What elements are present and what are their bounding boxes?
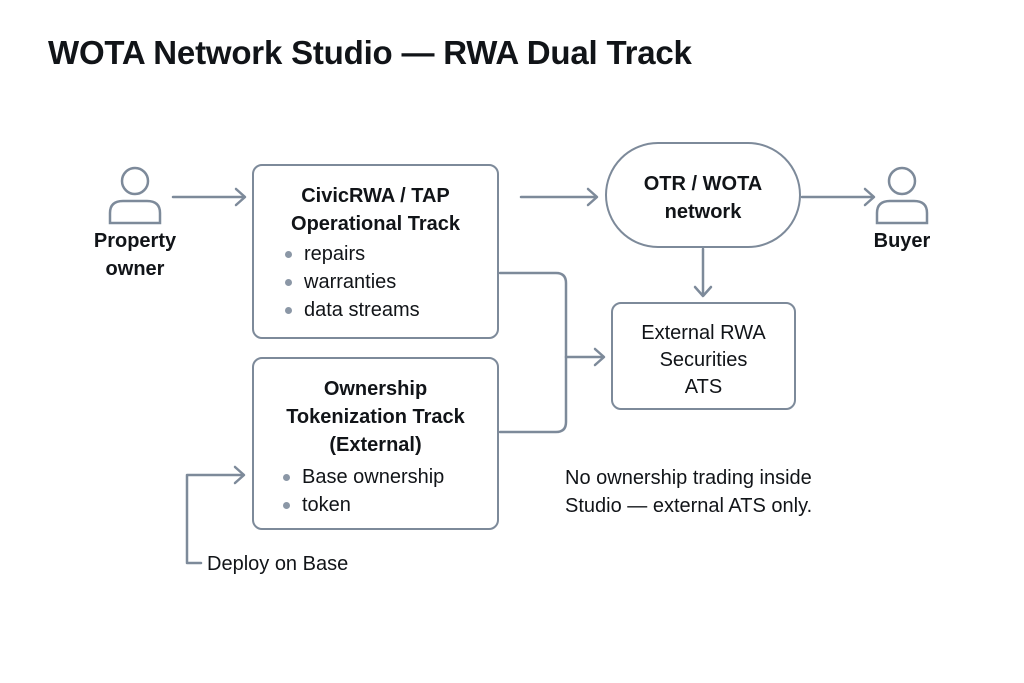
note-line2: Studio — external ATS only. [565, 495, 813, 517]
operational-track-title-line2: Operational Track [291, 213, 460, 235]
network-node: OTR / WOTA network [605, 142, 801, 248]
ownership-track-list: Base ownership token [276, 463, 497, 519]
ownership-track-title-line3: (External) [329, 434, 422, 456]
person-icon [108, 166, 162, 225]
list-item: repairs [278, 240, 497, 268]
ats-line2: Securities [659, 349, 748, 371]
deploy-label: Deploy on Base [207, 553, 349, 575]
operational-track-box: CivicRWA / TAP Operational Track repairs… [252, 164, 499, 339]
buyer-label: Buyer [873, 230, 931, 252]
network-line1: OTR / WOTA [643, 173, 763, 195]
list-item: data streams [278, 296, 497, 324]
ownership-track-title-line1: Ownership [323, 378, 428, 400]
operational-track-list: repairs warranties data streams [278, 240, 497, 324]
list-item: Base ownership [276, 463, 497, 491]
page-title: WOTA Network Studio — RWA Dual Track [48, 34, 692, 71]
arrow-tracks-merge-to-ats [498, 271, 606, 434]
arrow-owner-to-operational [171, 187, 247, 207]
note-text: No ownership trading inside Studio — ext… [565, 464, 812, 520]
arrow-deploy-to-ownership [185, 465, 246, 565]
owner-label-line1: Property [93, 230, 177, 252]
actor-property-owner: Property owner [80, 165, 190, 283]
operational-track-title-line1: CivicRWA / TAP [301, 185, 450, 207]
ownership-track-box: Ownership Tokenization Track (External) … [252, 357, 499, 530]
note-line1: No ownership trading inside [565, 467, 812, 489]
ownership-track-title-line2: Tokenization Track [286, 406, 465, 428]
arrow-network-to-buyer [800, 187, 876, 207]
arrow-operational-to-network [519, 187, 599, 207]
ats-line1: External RWA [641, 322, 766, 344]
list-item: token [276, 491, 497, 519]
network-line2: network [664, 201, 742, 223]
actor-buyer: Buyer [862, 165, 942, 255]
person-icon [875, 166, 929, 225]
arrow-network-to-ats [693, 247, 713, 298]
list-item: warranties [278, 268, 497, 296]
owner-label-line2: owner [105, 258, 165, 280]
ats-box: External RWA Securities ATS [611, 302, 796, 410]
ats-line3: ATS [684, 376, 723, 398]
